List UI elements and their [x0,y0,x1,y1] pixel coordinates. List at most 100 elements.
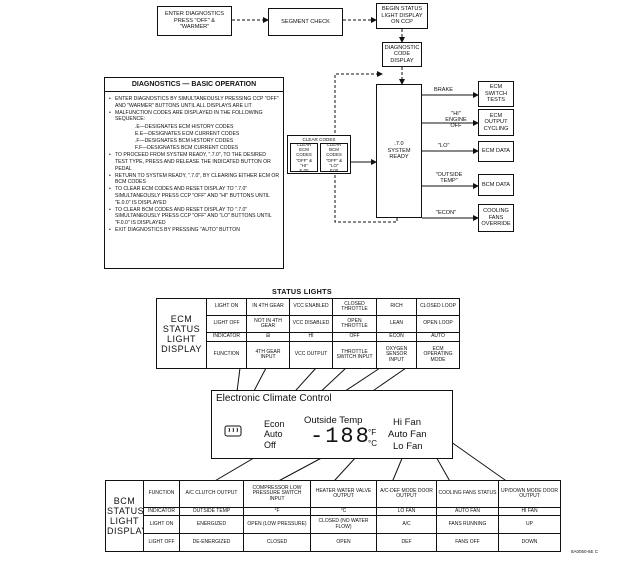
clear-bcm-code: F.00 [329,167,339,173]
begin-status-text: BEGIN STATUS LIGHT DISPLAY ON CCP [381,6,423,26]
ecc-temp-reading: -188 [310,424,371,449]
ecm-cell: ECM OPERATING MODE [416,341,460,369]
ecm-cell: CLOSED THROTTLE [332,298,377,316]
bcm-status-table: BCM STATUS LIGHT DISPLAY FUNCTION A/C CL… [105,480,561,552]
ecc-econ-label: Econ [264,419,285,429]
output-bcm-data: BCM DATA [478,174,514,196]
diagnostics-item: TO PROCEED FROM SYSTEM READY, ".7.0", TO… [109,152,279,172]
ecc-auto-label: Auto [264,429,283,439]
bcm-cell: OPEN [310,533,377,552]
diagnostics-subitem: E.E—DESIGNATES ECM CURRENT CODES [135,130,240,137]
bcm-cell: °F [243,507,311,516]
output-ecm-output-cycling: ECM OUTPUT CYCLING [478,109,514,136]
ecm-cell: LIGHT OFF [206,315,247,333]
diagnostics-subitem: F.F—DESIGNATES BCM CURRENT CODES [135,145,239,152]
ecm-cell: THROTTLE SWITCH INPUT [332,341,377,369]
ecm-cell: FUNCTION [206,341,247,369]
ecc-deg-c: °C [368,439,377,448]
clear-ecm-keys: "OFF" & "HI" [295,157,313,168]
enter-diagnostics-box: ENTER DIAGNOSTICS PRESS "OFF" & "WARMER" [157,6,232,36]
branch-input-outside-temp: "OUTSIDE TEMP" [435,172,463,184]
bcm-cell: COMPRESSOR LOW PRESSURE SWITCH INPUT [243,480,311,508]
ecc-hi-fan-label: Hi Fan [393,417,421,428]
ecm-cell: AUTO [416,332,460,342]
output-cooling-fans-override-text: COOLING FANS OVERRIDE [481,208,511,228]
ecm-cell: VCC OUTPUT [289,341,333,369]
bcm-cell: LIGHT ON [143,515,180,534]
diagnostics-panel: DIAGNOSTICS — BASIC OPERATION ENTER DIAG… [104,77,284,269]
diagnostics-list: ENTER DIAGNOSTICS BY SIMULTANEOUSLY PRES… [109,96,279,234]
ecm-cell: VCC DISABLED [289,315,333,333]
bcm-cell: CLOSED (NO WATER FLOW) [310,515,377,534]
bcm-cell: HEATER WATER VALVE OUTPUT [310,480,377,508]
clear-bcm-box: CLEAR BCM CODES "OFF" & "LO" F.00 [320,142,348,173]
ecm-status-table: ECM STATUS LIGHT DISPLAY LIGHT ON IN 4TH… [156,298,460,369]
bcm-cell: FUNCTION [143,480,180,508]
output-cooling-fans-override: COOLING FANS OVERRIDE [478,204,514,232]
bcm-cell: DOWN [498,533,561,552]
bcm-cell: A/C [376,515,437,534]
system-ready-code: .7.0 [394,141,404,148]
diagnostics-item: RETURN TO SYSTEM READY, ".7.0", BY CLEAR… [109,173,279,186]
bcm-cell: DEF [376,533,437,552]
bcm-cell: FANS RUNNING [436,515,499,534]
ecc-outside-temp-label: Outside Temp [304,415,363,426]
diagnostics-item: TO CLEAR BCM CODES AND RESET DISPLAY TO … [109,207,279,227]
ecm-cell: ECON [376,332,417,342]
branch-input-lo: "LO" [438,143,450,149]
diagnostics-item: MALFUNCTION CODES ARE DISPLAYED IN THE F… [109,110,279,123]
clear-codes-title: CLEAR CODES [302,137,336,142]
bcm-cell: DE-ENERGIZED [179,533,244,552]
system-ready-label: SYSTEM READY [387,147,411,161]
ecm-cell: OPEN LOOP [416,315,460,333]
ecc-auto-fan-label: Auto Fan [388,429,427,440]
clear-ecm-text: CLEAR ECM CODES [296,142,312,158]
ecm-cell: CLOSED LOOP [416,298,460,316]
ecm-cell: VCC ENABLED [289,298,333,316]
ecc-display: Electronic Climate Control Econ Auto Off… [211,390,453,459]
output-ecm-data: ECM DATA [478,141,514,162]
begin-status-box: BEGIN STATUS LIGHT DISPLAY ON CCP [376,3,428,29]
bcm-cell: UP/DOWN MODE DOOR OUTPUT [498,480,561,508]
bcm-cell: FANS OFF [436,533,499,552]
bcm-cell: A/C-DEF MODE DOOR OUTPUT [376,480,437,508]
bcm-cell: AUTO FAN [436,507,499,516]
clear-bcm-keys: "OFF" & "LO" [325,157,343,168]
ecm-indicator-defrost-icon: ⊞ [246,332,290,342]
output-ecm-switch-tests: ECM SWITCH TESTS [478,81,514,107]
ecm-cell: OPEN THROTTLE [332,315,377,333]
diagnostics-subitem: .E—DESIGNATES ECM HISTORY CODES [135,123,234,130]
bcm-cell: HI FAN [498,507,561,516]
output-bcm-data-text: BCM DATA [481,181,511,188]
system-ready-box: .7.0 SYSTEM READY [376,84,422,218]
ecm-cell: OXYGEN SENSOR INPUT [376,341,417,369]
output-ecm-switch-tests-text: ECM SWITCH TESTS [484,84,508,104]
ecm-cell: RICH [376,298,417,316]
clear-ecm-code: E.00 [299,167,309,173]
ecc-lo-fan-label: Lo Fan [393,441,423,452]
diagnostics-subitem: .F—DESIGNATES BCM HISTORY CODES [135,137,234,144]
ecm-cell: HI [289,332,333,342]
clear-ecm-box: CLEAR ECM CODES "OFF" & "HI" E.00 [290,142,318,173]
segment-check-box: SEGMENT CHECK [268,8,343,36]
bcm-cell: °C [310,507,377,516]
code-display-text: DIAGNOSTIC CODE DISPLAY [384,44,420,64]
bcm-cell: INDICATOR [143,507,180,516]
bcm-cell: LO FAN [376,507,437,516]
bcm-cell: CLOSED [243,533,311,552]
bcm-cell: UP [498,515,561,534]
diagnostics-title: DIAGNOSTICS — BASIC OPERATION [105,78,283,92]
figure-code: 8A0050-6E C [571,549,599,554]
ecm-cell: LIGHT ON [206,298,247,316]
branch-input-econ: "ECON" [436,210,457,216]
ecc-deg-f: °F [368,428,377,437]
bcm-table-label: BCM STATUS LIGHT DISPLAY [105,480,144,552]
ecm-table-label: ECM STATUS LIGHT DISPLAY [156,298,207,369]
bcm-cell: OPEN (LOW PRESSURE) [243,515,311,534]
diagnostics-item: ENTER DIAGNOSTICS BY SIMULTANEOUSLY PRES… [109,96,279,109]
output-ecm-output-cycling-text: ECM OUTPUT CYCLING [483,112,509,132]
bcm-cell: ENERGIZED [179,515,244,534]
segment-check-text: SEGMENT CHECK [281,18,330,25]
clear-bcm-text: CLEAR BCM CODES [326,142,342,158]
